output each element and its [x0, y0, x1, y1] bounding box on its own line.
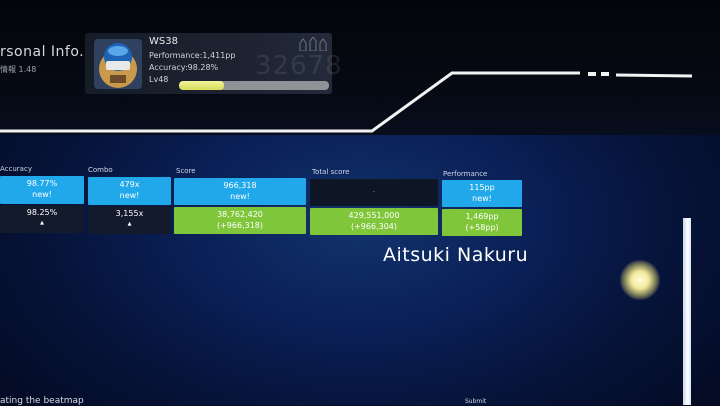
header-divider-line: [0, 71, 693, 133]
castle-icon: [299, 37, 327, 51]
total-score-cell: 38,762,420 (+966,318): [174, 207, 306, 234]
new-total-score-cell: -: [310, 179, 438, 206]
total-accuracy-cell: 98.25% ▲: [0, 205, 84, 233]
profile-card: 32678 WS38 Performance:1,411pp Accuracy:…: [85, 33, 342, 94]
total-score-change: (+966,318): [216, 221, 264, 230]
right-scrollbar[interactable]: [683, 218, 691, 405]
profile-background-number: 32678: [255, 51, 343, 81]
new-combo-cell: 479x new!: [88, 177, 171, 205]
total-total-score-cell: 429,551,000 (+966,304): [310, 208, 438, 235]
profile-performance: Performance:1,411pp: [149, 51, 236, 60]
total-accuracy-value: 98.25%: [26, 208, 58, 217]
total-total-score-value: 429,551,000: [348, 211, 400, 220]
new-total-score-value: -: [372, 187, 376, 196]
total-combo-change: ▲: [127, 221, 132, 227]
total-performance-change: (+58pp): [465, 223, 499, 232]
total-performance-value: 1,469pp: [465, 212, 499, 221]
new-combo-value: 479x: [119, 180, 140, 189]
new-accuracy-cell: 98.77% new!: [0, 176, 84, 204]
header-combo: Combo: [88, 166, 113, 174]
total-combo-cell: 3,155x ▲: [88, 206, 171, 234]
header-accuracy: Accuracy: [0, 165, 32, 173]
total-performance-cell: 1,469pp (+58pp): [442, 209, 522, 236]
glow-orb: [620, 260, 660, 300]
header-total-score: Total score: [312, 168, 350, 176]
header-score: Score: [176, 167, 196, 175]
section-subtitle: 情報 1.48: [0, 65, 37, 74]
profile-name: WS38: [149, 36, 178, 47]
new-score-cell: 966,318 new!: [174, 178, 306, 205]
player-name: Aitsuki Nakuru: [383, 244, 529, 266]
new-score-tag: new!: [230, 192, 250, 201]
avatar-icon: [94, 39, 142, 89]
new-performance-cell: 115pp new!: [442, 180, 522, 207]
rating-label: ating the beatmap: [0, 396, 84, 406]
new-performance-value: 115pp: [469, 183, 495, 192]
new-combo-tag: new!: [119, 191, 140, 200]
new-score-value: 966,318: [223, 181, 257, 190]
avatar: [94, 39, 142, 89]
submit-button[interactable]: Submit: [465, 398, 487, 405]
profile-level: Lv48: [149, 75, 169, 84]
total-combo-value: 3,155x: [115, 209, 144, 218]
section-title: rsonal Info.: [0, 44, 85, 60]
total-score-value: 38,762,420: [217, 210, 263, 219]
total-accuracy-change: ▲: [40, 220, 44, 226]
new-accuracy-value: 98.77%: [26, 179, 58, 188]
header-performance: Performance: [443, 170, 488, 178]
level-progress-bar: [179, 81, 329, 90]
profile-accuracy: Accuracy:98.28%: [149, 63, 219, 72]
new-performance-tag: new!: [472, 194, 492, 203]
new-accuracy-tag: new!: [32, 190, 52, 199]
level-progress-fill: [179, 81, 224, 90]
total-total-score-change: (+966,304): [350, 222, 398, 231]
